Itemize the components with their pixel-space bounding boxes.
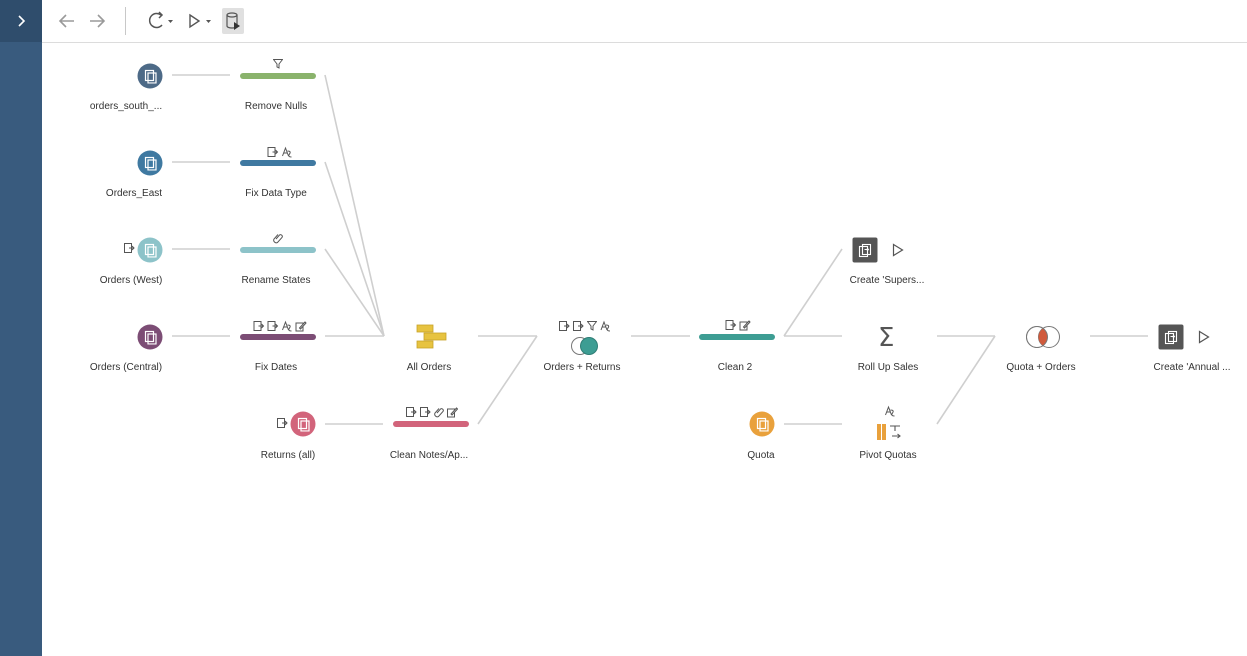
input-files-icon	[297, 417, 310, 431]
clean-step-fix-data-type-label: Fix Data Type	[245, 188, 307, 199]
arrow-left-icon	[58, 14, 74, 28]
filter-icon	[273, 59, 283, 69]
input-quota[interactable]	[749, 411, 775, 437]
input-orders-south-label: orders_south_...	[89, 101, 163, 112]
clean-step-clean-2-label: Clean 2	[717, 362, 753, 373]
change-type-icon	[885, 405, 895, 417]
join-quota-orders-label: Quota + Orders	[1006, 362, 1076, 373]
input-files-icon	[144, 156, 157, 170]
play-icon	[189, 13, 211, 29]
run-output-supers-play-icon[interactable]	[892, 243, 904, 257]
flow-canvas: orders_south_... Orders_East Orders (Wes…	[42, 43, 1247, 656]
input-orders-east-label: Orders_East	[105, 188, 163, 199]
filter-icon	[587, 321, 597, 331]
aggregate-roll-up-sales-label: Roll Up Sales	[857, 362, 919, 373]
rename-states-change-icons	[273, 233, 283, 244]
input-quota-label: Quota	[747, 450, 775, 461]
clean-notes-change-icons	[406, 407, 458, 418]
toolbar	[42, 0, 1247, 43]
clean-step-rename-states-label: Rename States	[241, 275, 311, 286]
change-remove-icon	[124, 243, 135, 253]
clean-step-remove-nulls-label: Remove Nulls	[244, 101, 308, 112]
toolbar-separator	[125, 7, 126, 35]
join-orders-returns[interactable]	[569, 336, 601, 361]
pivot-icon	[877, 424, 901, 440]
flow-connections	[172, 74, 1148, 425]
clean-step-rename-states[interactable]	[240, 247, 316, 253]
change-remove-icon	[277, 418, 288, 428]
expand-sidebar-button[interactable]	[0, 0, 42, 42]
refresh-icon	[148, 11, 173, 29]
input-orders-central-label: Orders (Central)	[89, 362, 163, 373]
change-type-icon	[282, 320, 292, 332]
clean-step-fix-dates-label: Fix Dates	[254, 362, 298, 373]
output-icon	[1164, 330, 1177, 344]
orders-returns-change-icons	[559, 320, 611, 332]
database-run-icon	[226, 12, 240, 30]
left-sidebar	[0, 0, 42, 656]
input-files-icon	[144, 243, 157, 257]
edit-icon	[739, 320, 751, 331]
change-type-icon	[600, 320, 611, 332]
union-icon	[416, 324, 447, 349]
refresh-button[interactable]	[144, 8, 176, 34]
clean-step-fix-data-type[interactable]	[240, 160, 316, 166]
forward-button[interactable]	[86, 8, 108, 34]
change-type-icon	[282, 146, 292, 158]
input-files-icon	[144, 69, 157, 83]
input-files-icon	[144, 330, 157, 344]
input-returns-all[interactable]	[290, 411, 316, 437]
run-button[interactable]	[186, 8, 216, 34]
back-button[interactable]	[56, 8, 78, 34]
inner-join-icon	[1026, 326, 1060, 348]
change-remove-icon	[267, 320, 279, 331]
change-remove-icon	[267, 146, 279, 157]
union-all-orders-label: All Orders	[406, 362, 452, 373]
change-remove-icon	[406, 407, 417, 417]
input-orders-west[interactable]	[137, 237, 163, 263]
output-icon	[858, 243, 871, 257]
clean2-change-icons	[725, 320, 751, 331]
input-orders-east[interactable]	[137, 150, 163, 176]
change-remove-icon	[725, 320, 737, 330]
union-all-orders[interactable]	[416, 324, 447, 355]
input-orders-central[interactable]	[137, 324, 163, 350]
output-create-supers-label: Create 'Supers...	[849, 275, 925, 286]
run-output-annual-play-icon[interactable]	[1198, 330, 1210, 344]
change-remove-icon	[559, 320, 570, 331]
output-create-annual-label: Create 'Annual ...	[1153, 362, 1231, 373]
clean-step-clean-notes[interactable]	[393, 421, 469, 427]
database-run-button[interactable]	[222, 8, 244, 34]
fix-dates-change-icons	[253, 320, 307, 332]
remove-nulls-change-icons	[273, 59, 283, 69]
clean-step-fix-dates[interactable]	[240, 334, 316, 340]
join-orders-returns-label: Orders + Returns	[543, 362, 621, 373]
input-files-icon	[756, 417, 769, 431]
join-quota-orders[interactable]	[1023, 325, 1063, 354]
output-create-annual[interactable]	[1158, 324, 1184, 350]
input-orders-south[interactable]	[137, 63, 163, 89]
clean-step-clean-notes-label: Clean Notes/Ap...	[389, 450, 469, 461]
pivot-quotas-step[interactable]	[876, 423, 902, 446]
aggregate-sigma-icon[interactable]: Σ	[878, 323, 895, 353]
arrow-right-icon	[90, 14, 106, 28]
change-remove-icon	[420, 407, 431, 417]
paperclip-icon	[273, 234, 283, 244]
clean-step-clean-2[interactable]	[699, 334, 775, 340]
input-returns-all-label: Returns (all)	[260, 450, 316, 461]
output-create-supers[interactable]	[852, 237, 878, 263]
edit-icon	[295, 320, 307, 331]
paperclip-icon	[434, 408, 444, 418]
input-orders-west-label: Orders (West)	[99, 275, 163, 286]
fix-data-type-change-icons	[267, 146, 293, 158]
clean-step-remove-nulls[interactable]	[240, 73, 316, 79]
edit-icon	[447, 407, 458, 418]
pivot-quotas-label: Pivot Quotas	[859, 450, 917, 461]
chevron-right-icon	[18, 15, 26, 27]
pivot-quotas-change-icons	[885, 405, 896, 417]
change-remove-icon	[253, 320, 265, 331]
left-join-icon	[571, 337, 598, 355]
change-remove-icon	[573, 320, 584, 331]
